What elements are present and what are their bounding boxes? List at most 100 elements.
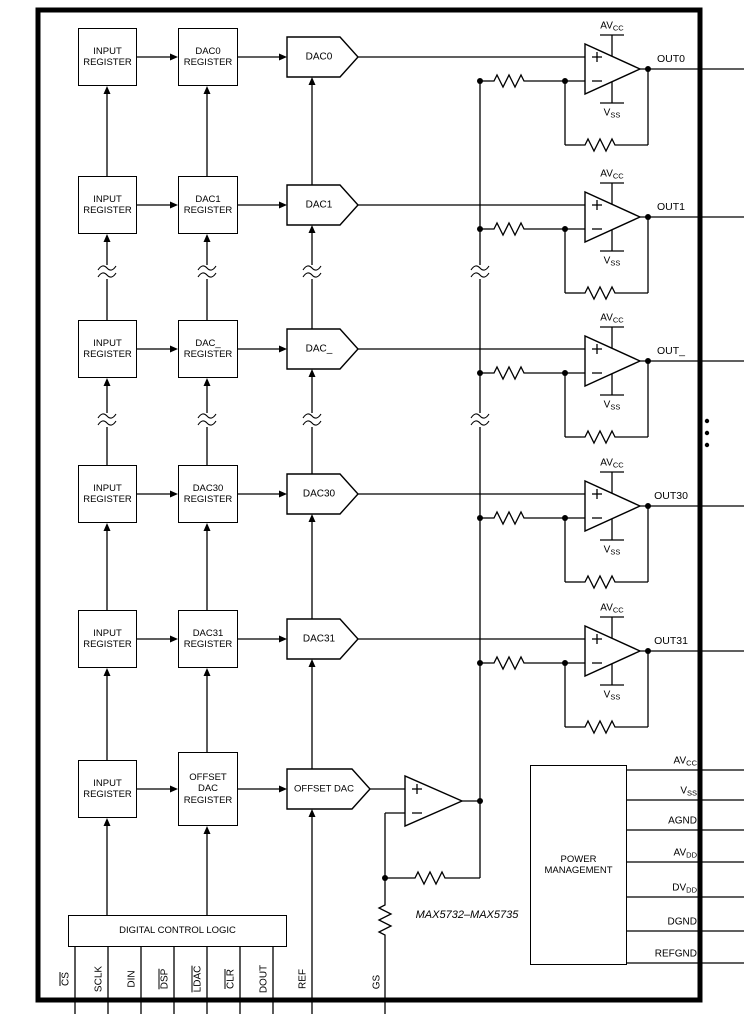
diagram-frame: [35, 7, 703, 1003]
pin-label-clr: CLR: [225, 968, 237, 990]
resistor: [581, 137, 619, 153]
avcc-label: AVCC: [600, 20, 624, 33]
vss-label: VSS: [604, 256, 621, 268]
dac-register-box-label: DAC31 REGISTER: [183, 627, 233, 650]
dac-label: DAC30: [302, 488, 336, 500]
power-pin-label-main: AV: [673, 847, 687, 859]
arrowhead: [203, 234, 211, 242]
dac-label: DAC_: [305, 343, 333, 355]
part-number-label: MAX5732–MAX5735: [415, 909, 519, 921]
avcc-label-sub: CC: [612, 23, 624, 33]
pin-label-sclk: SCLK: [93, 965, 105, 993]
input-register-box: INPUT REGISTER: [78, 176, 137, 234]
resistor: [581, 429, 619, 445]
line-break: [470, 413, 490, 427]
arrowhead: [308, 77, 316, 85]
offset-dac-register-box-label: OFFSET DAC REGISTER: [183, 772, 233, 806]
arrowhead: [308, 514, 316, 522]
avcc-label-sub: CC: [612, 315, 624, 325]
resistor: [581, 719, 619, 735]
vss-label-sub: SS: [610, 402, 621, 412]
out-label: OUT31: [654, 635, 688, 647]
dac-pentagon: [286, 328, 359, 370]
power-pin-label: VSS: [680, 786, 697, 798]
more-channels-dots: [704, 418, 710, 424]
power-pin-label: DGND: [668, 917, 697, 928]
resistor: [490, 510, 528, 526]
arrowhead: [203, 523, 211, 531]
arrowhead: [279, 201, 287, 209]
line-break: [470, 265, 490, 279]
vss-label-sub: SS: [610, 547, 621, 557]
digital-control-logic-box-label: DIGITAL CONTROL LOGIC: [119, 925, 236, 937]
vss-label-main: V: [603, 689, 611, 701]
power-pin-label-main: REFGND: [654, 948, 697, 960]
arrowhead: [170, 785, 178, 793]
pin-label-ref: REF: [297, 969, 309, 989]
out-label: OUT0: [656, 53, 686, 65]
power-management-box: POWER MANAGEMENT: [530, 765, 627, 965]
power-pin-label-sub: CC: [686, 758, 697, 768]
arrowhead: [103, 234, 111, 242]
arrowhead: [279, 635, 287, 643]
line-break: [302, 413, 322, 426]
arrowhead: [308, 809, 316, 817]
arrowhead: [170, 53, 178, 61]
dac-register-box-label: DAC1 REGISTER: [183, 193, 233, 216]
input-register-box-label: INPUT REGISTER: [83, 777, 132, 800]
vss-label: VSS: [603, 544, 621, 557]
resistor: [581, 285, 619, 301]
vss-label: VSS: [603, 107, 621, 120]
avcc-label-main: AV: [600, 168, 613, 180]
arrowhead: [170, 345, 178, 353]
input-register-box: INPUT REGISTER: [78, 28, 137, 86]
power-pin-label-main: AV: [673, 755, 687, 767]
arrowhead: [279, 490, 287, 498]
arrowhead: [279, 345, 287, 353]
input-register-box: INPUT REGISTER: [78, 320, 137, 378]
dac-register-box: DAC1 REGISTER: [178, 176, 238, 234]
input-register-box-label: INPUT REGISTER: [83, 193, 132, 216]
avcc-label-main: AV: [600, 20, 613, 32]
line-break: [302, 265, 322, 278]
offset-dac-register-box: OFFSET DAC REGISTER: [178, 752, 238, 826]
dac-register-box: DAC31 REGISTER: [178, 610, 238, 668]
input-register-box-label: INPUT REGISTER: [83, 482, 132, 505]
line-break: [197, 265, 217, 278]
avcc-label-main: AV: [600, 602, 613, 614]
more-channels-dots: [704, 442, 710, 448]
arrowhead: [170, 201, 178, 209]
input-register-box-label: INPUT REGISTER: [83, 45, 132, 68]
arrowhead: [308, 659, 316, 667]
dac-pentagon: [286, 36, 359, 78]
arrowhead: [279, 53, 287, 61]
avcc-label-sub: CC: [612, 460, 624, 470]
power-pin-label-main: DV: [672, 882, 687, 894]
dac-register-box: DAC30 REGISTER: [178, 465, 238, 523]
digital-control-logic-box: DIGITAL CONTROL LOGIC: [68, 915, 287, 947]
line-break: [302, 413, 322, 427]
arrowhead: [103, 818, 111, 826]
input-register-box: INPUT REGISTER: [78, 760, 137, 818]
power-pin-label-main: DGND: [667, 916, 697, 928]
resistor: [490, 365, 528, 381]
avcc-label: AVCC: [600, 602, 623, 615]
vss-label-sub: SS: [610, 110, 621, 120]
resistor: [377, 901, 393, 939]
dac-pentagon: [286, 618, 359, 660]
dac-label: DAC1: [305, 199, 333, 211]
dac-register-box-label: DAC_ REGISTER: [183, 337, 233, 360]
arrowhead: [103, 378, 111, 386]
vss-label: VSS: [603, 399, 621, 412]
input-register-box: INPUT REGISTER: [78, 610, 137, 668]
pin-label-ldac: LDAC: [192, 965, 204, 993]
vss-label-main: V: [603, 399, 611, 411]
vss-label-main: V: [603, 544, 611, 556]
avcc-label-main: AV: [600, 457, 613, 469]
dac-register-box: DAC0 REGISTER: [178, 28, 238, 86]
vss-label-main: V: [603, 107, 611, 119]
line-break: [302, 265, 322, 279]
dac-label: DAC0: [305, 51, 333, 63]
